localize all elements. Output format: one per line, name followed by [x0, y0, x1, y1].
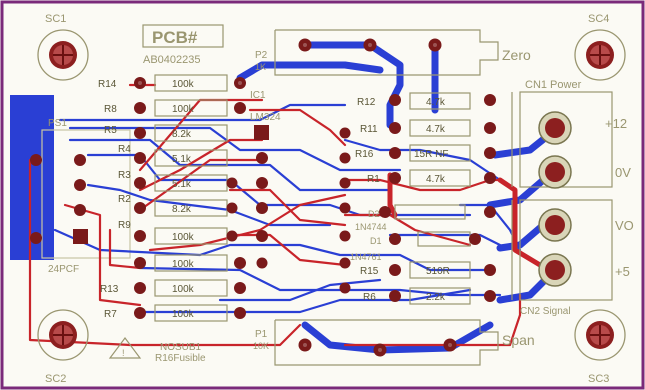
note-line2: R16Fusible [155, 353, 206, 364]
ps1-ref: PS1 [48, 118, 67, 129]
resistor-ref: R13 [100, 284, 119, 295]
resistor-value: 510R [426, 266, 450, 277]
top-power-traces [387, 172, 543, 268]
cn2-label: CN2 Signal [520, 306, 571, 317]
ps1-copper-block [10, 95, 54, 260]
p2-value: 1K [255, 62, 266, 72]
resistor-ref: R5 [104, 125, 117, 136]
p2-ref: P2 [255, 50, 268, 61]
p2-function: Zero [502, 47, 531, 63]
resistor-value: 100k [172, 259, 195, 270]
resistor-value: 2.2k [426, 292, 446, 303]
resistor-ref: R4 [118, 144, 131, 155]
square-pads [73, 125, 269, 244]
part-number: AB0402235 [143, 54, 201, 66]
ic-part: LM324 [250, 112, 281, 123]
resistor-value: 8.2k [172, 129, 192, 140]
resistor-value: 4.7k [426, 174, 446, 185]
resistor-value: 5.1k [172, 154, 192, 165]
title-box [142, 24, 224, 48]
bottom-copper-traces [53, 103, 522, 314]
mounting-hole-sc4 [574, 29, 626, 81]
resistor-value: 8.2k [172, 204, 192, 215]
cn1-label: CN1 Power [525, 79, 582, 91]
resistor-ref: R14 [98, 79, 117, 90]
board-title: PCB# [152, 28, 198, 47]
p1-ref: P1 [255, 329, 268, 340]
cn1-pin2: 0V [615, 165, 631, 180]
warning-icon: ! [122, 348, 125, 358]
resistor-value: 15R NF [414, 149, 448, 160]
cn1-pin1: +12 [605, 116, 627, 131]
sc4-label: SC4 [588, 13, 609, 25]
bottom-power-traces [236, 41, 559, 354]
resistor-ref: R7 [104, 309, 117, 320]
resistor-ref: R8 [104, 104, 117, 115]
resistor-ref: R9 [118, 220, 131, 231]
d2-part: 1N4744 [355, 222, 387, 232]
sc1-label: SC1 [45, 13, 66, 25]
resistor-ref: R6 [363, 292, 376, 303]
resistor-value: 100k [172, 232, 195, 243]
pad-drills [138, 43, 452, 352]
resistor-ref: R16 [355, 149, 374, 160]
resistor-ref: R12 [357, 97, 376, 108]
resistor-value: 100k [172, 79, 195, 90]
d1-ref: D1 [370, 236, 382, 246]
resistor-ref: R2 [118, 194, 131, 205]
sc2-label: SC2 [45, 373, 66, 385]
d1-part: 1N4761 [350, 252, 382, 262]
resistor-value: 4.7k [426, 124, 446, 135]
cn1-screw-terminals [538, 111, 572, 189]
ps1-part: 24PCF [48, 264, 79, 275]
ic-ref: IC1 [250, 90, 266, 101]
resistor-value: 100k [172, 284, 195, 295]
resistor-value: 5.1k [172, 179, 192, 190]
cn2-pin2: +5 [615, 264, 630, 279]
cn2-screw-terminals [538, 208, 572, 287]
resistor-ref: R3 [118, 170, 131, 181]
mounting-hole-sc3 [574, 309, 626, 361]
resistor-ref: R15 [360, 266, 379, 277]
d2-ref: D2 [368, 209, 380, 219]
p1-function: Span [502, 332, 535, 348]
mounting-hole-sc1 [37, 29, 89, 81]
resistor-ref: R1 [367, 174, 380, 185]
resistor-ref: R11 [360, 124, 378, 135]
cn2-pin1: VO [615, 218, 634, 233]
p1-value: 10K [253, 341, 269, 351]
resistor-value: 100k [172, 104, 195, 115]
sc3-label: SC3 [588, 373, 609, 385]
note-line1: NOSUB1 [160, 342, 202, 353]
mounting-hole-sc2 [37, 309, 89, 361]
resistor-value: 4.7k [426, 97, 446, 108]
resistor-value: 100k [172, 309, 195, 320]
